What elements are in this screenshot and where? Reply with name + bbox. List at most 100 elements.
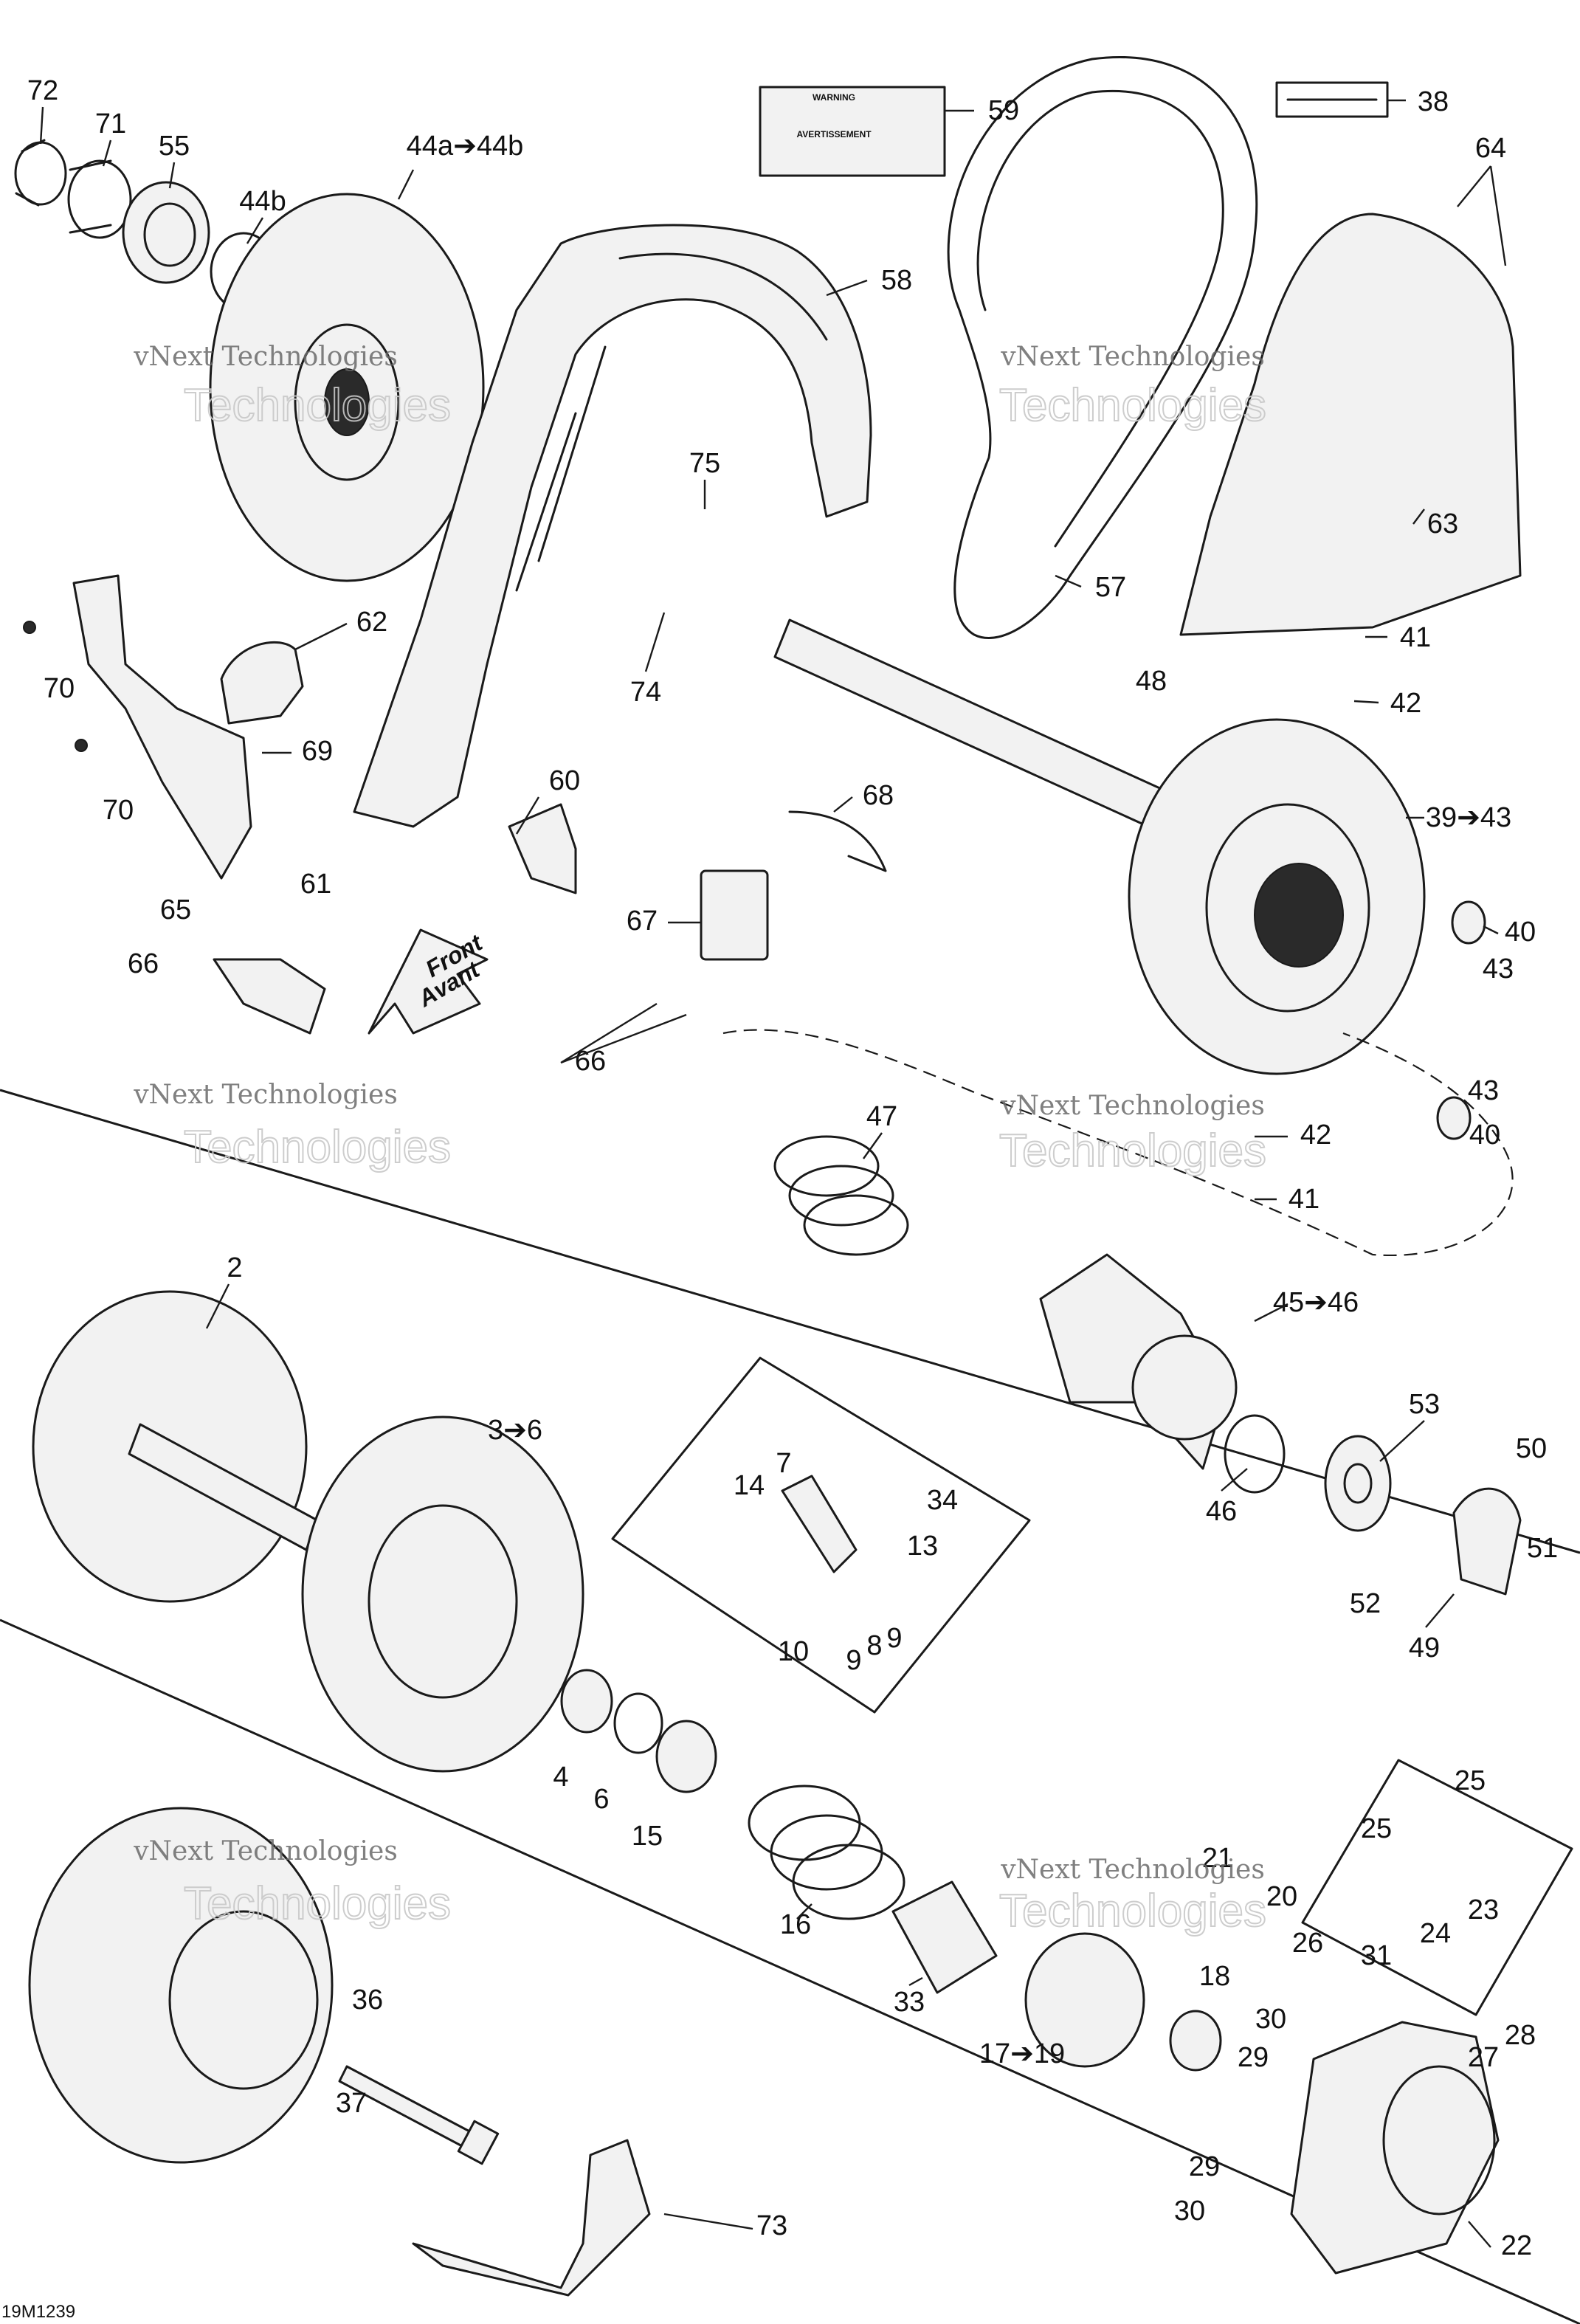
callout-43a: 43 [1483,954,1514,985]
callout-39-43: 39➔43 [1426,802,1511,833]
watermark-text: vNext Technologies [1000,1091,1265,1121]
callout-67: 67 [627,906,658,937]
callout-6: 6 [593,1784,609,1815]
label-38 [1275,81,1389,118]
callout-7: 7 [776,1448,791,1479]
callout-44a-44b: 44a➔44b [407,131,524,162]
callout-16: 16 [780,1909,811,1940]
callout-22: 22 [1501,2230,1532,2261]
callout-38: 38 [1418,86,1449,117]
callout-73: 73 [756,2210,787,2241]
callout-70b: 70 [103,795,134,826]
callout-3-6: 3➔6 [488,1415,542,1446]
part-53-washer [1324,1435,1392,1532]
callout-10: 10 [778,1636,809,1667]
callout-31: 31 [1361,1940,1392,1971]
part-57-belt [947,55,1258,639]
callout-41a: 41 [1400,622,1431,653]
callout-42b: 42 [1300,1120,1331,1151]
callout-30b: 30 [1174,2196,1205,2227]
part-58-belt-guard [353,224,872,828]
watermark-outline: Technologies [999,380,1266,431]
callout-20: 20 [1266,1881,1297,1912]
part-2-fixed-sheave [32,1290,319,1603]
callout-26: 26 [1292,1928,1323,1959]
part-63-cover [1179,213,1522,636]
part-37-bolt [338,2065,500,2165]
part-17-spider [1024,1932,1145,2068]
leader-lines [39,99,1507,2248]
callout-37: 37 [336,2088,367,2119]
part-72-ring [14,139,67,207]
callout-74: 74 [630,677,661,708]
callout-45-46: 45➔46 [1273,1287,1359,1318]
detail-box-arm [1301,1759,1573,2016]
part-40-spacer [1436,900,1486,1140]
part-7-lever [781,1475,858,1573]
callout-21: 21 [1202,1843,1233,1874]
part-70-bracket [23,574,252,880]
part-71-bushing [67,159,132,239]
callout-29a: 29 [1238,2042,1269,2073]
watermarks: vNext Technologies Technologies vNext Te… [133,342,1267,1937]
warning-heading: WARNING [813,92,855,103]
part-65-bracket [213,958,326,1035]
part-4-bushing [560,1669,613,1734]
watermark-outline: Technologies [184,1122,451,1173]
watermark-text: vNext Technologies [133,1080,398,1110]
callout-9a: 9 [846,1645,861,1676]
part-18-bushing [1169,2010,1222,2072]
assembly-boundary [722,1029,1514,1257]
callout-47: 47 [866,1101,897,1132]
callout-42a: 42 [1390,688,1421,719]
watermark-text: vNext Technologies [133,1836,398,1866]
callout-69: 69 [302,736,333,767]
part-49-slider [1452,1487,1522,1596]
callout-25a: 25 [1455,1765,1486,1796]
callout-28: 28 [1505,2020,1536,2051]
warning-heading-fr: AVERTISSEMENT [796,129,872,139]
section-divider-top [0,1089,1580,1554]
callout-61: 61 [300,869,331,900]
callout-50: 50 [1516,1433,1547,1464]
callout-59: 59 [988,95,1019,126]
part-33-cover [891,1880,998,1994]
part-6-ring [613,1692,663,1754]
callout-71: 71 [95,108,126,139]
callout-27: 27 [1468,2042,1499,2073]
callout-25b: 25 [1361,1813,1392,1844]
callout-34: 34 [927,1485,958,1516]
callout-58: 58 [881,265,912,296]
callout-40b: 40 [1469,1120,1500,1151]
callout-66a: 66 [128,948,159,979]
part-60-bracket [508,803,577,894]
callout-8: 8 [866,1630,882,1661]
callout-30a: 30 [1255,2004,1286,2035]
watermark-outline: Technologies [999,1886,1266,1937]
callout-65: 65 [160,894,191,925]
part-55-bearing [122,181,210,284]
callout-49: 49 [1409,1632,1440,1663]
warning-label-59: WARNING AVERTISSEMENT [759,86,946,177]
watermark-outline: Technologies [184,380,451,431]
callout-43b: 43 [1468,1075,1499,1106]
watermark-text: vNext Technologies [1000,1855,1265,1885]
callout-23: 23 [1468,1894,1499,1925]
callout-46: 46 [1206,1496,1237,1527]
callout-48: 48 [1136,666,1167,697]
detail-box-levers [611,1356,1031,1714]
callout-55: 55 [159,131,190,162]
callout-52: 52 [1350,1588,1381,1619]
part-47-spring [773,1135,909,1256]
part-46-ring [1224,1414,1286,1494]
part-39-driven-pulley [773,618,1426,1075]
callout-57: 57 [1095,572,1126,603]
callout-2: 2 [227,1252,242,1283]
callout-40a: 40 [1505,917,1536,948]
part-22-housing [1290,2021,1500,2275]
part-67-hinge [700,869,769,961]
part-3-movable-sheave [301,1416,584,1773]
part-16-spring [748,1785,905,1920]
callout-63: 63 [1427,508,1458,539]
